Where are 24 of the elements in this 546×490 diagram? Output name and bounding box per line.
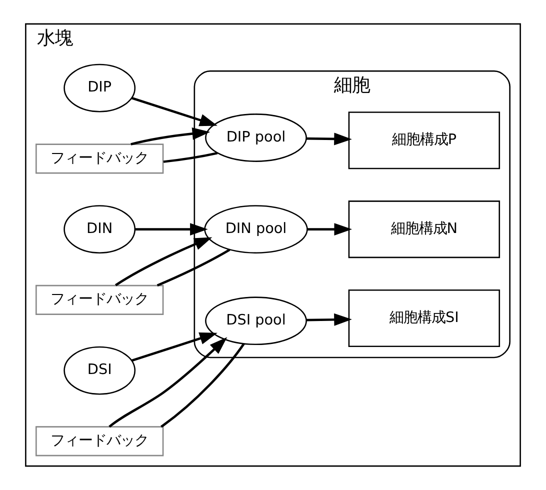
- node-box: フィードバック: [36, 426, 164, 456]
- node-ellipse: DIN: [64, 205, 136, 254]
- node-ellipse: DSI pool: [205, 296, 307, 346]
- node-box: 細胞構成N: [348, 200, 500, 258]
- arrow: [115, 237, 212, 286]
- node-ellipse: DIP pool: [205, 114, 307, 162]
- arrow: [307, 223, 352, 236]
- arrow: [306, 132, 352, 146]
- arrow: [131, 332, 218, 362]
- node-ellipse: DIP: [64, 64, 136, 112]
- node-box: フィードバック: [36, 284, 164, 315]
- node-box: フィードバック: [36, 144, 164, 174]
- node-ellipse: DSI: [64, 346, 136, 395]
- arrow: [131, 96, 218, 126]
- arrow: [108, 337, 228, 428]
- connector: [156, 248, 230, 286]
- arrow: [130, 127, 210, 146]
- node-ellipse: DIN pool: [204, 205, 308, 254]
- node-box: 細胞構成SI: [348, 289, 500, 348]
- connector: [163, 152, 218, 163]
- arrow: [306, 313, 352, 326]
- arrow: [135, 223, 208, 236]
- connector: [160, 343, 245, 428]
- node-box: 細胞構成P: [348, 112, 500, 170]
